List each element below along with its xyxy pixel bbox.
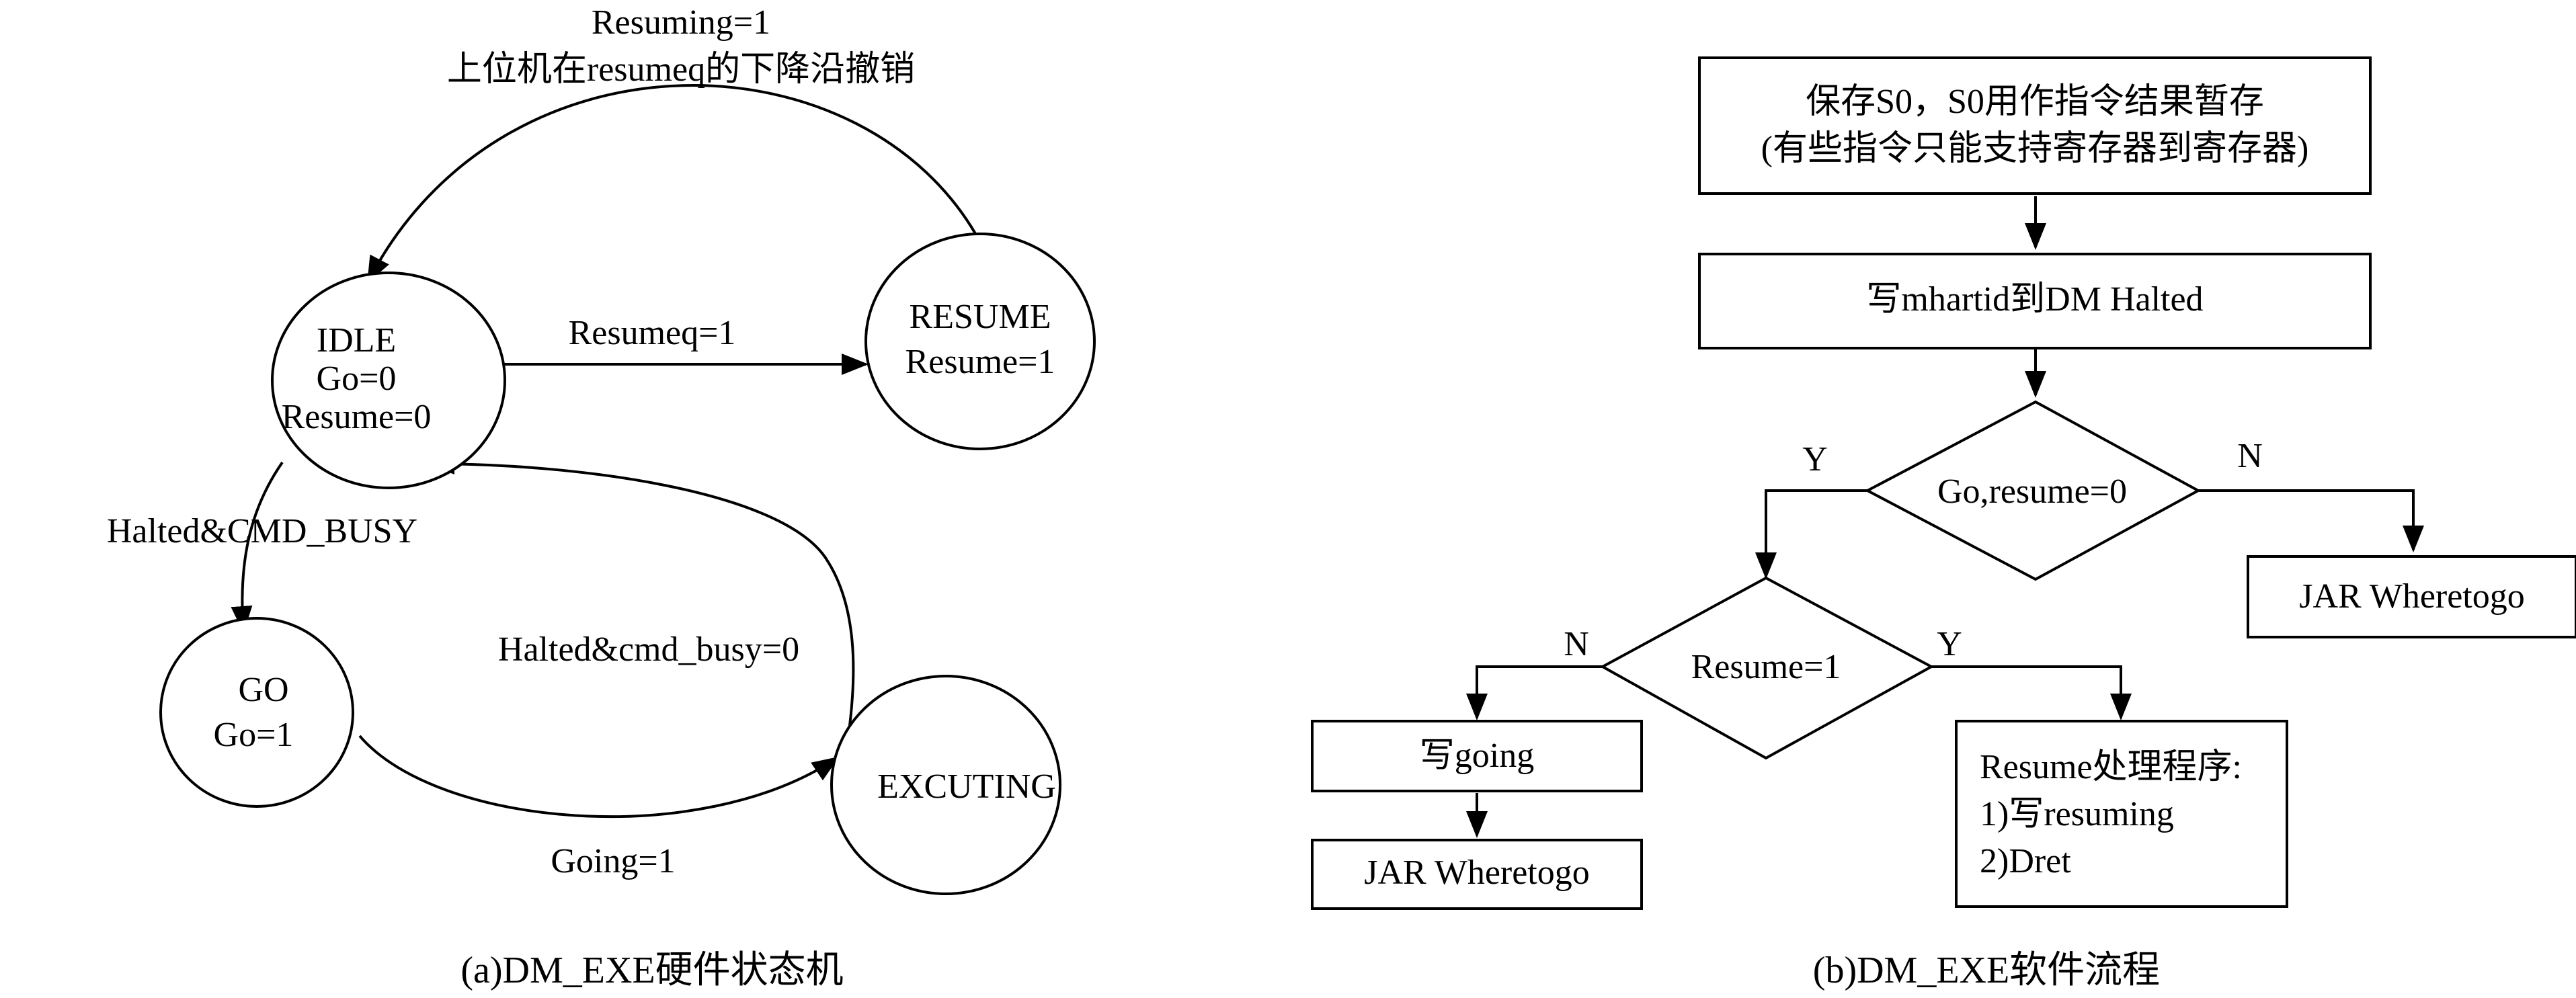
write-mhartid-text: 写mhartid到DM Halted <box>1866 280 2203 319</box>
edge-decision-go-no <box>2198 489 2424 552</box>
resume-handler-text-1: Resume处理程序: <box>1980 748 2242 786</box>
state-resume <box>864 233 1096 450</box>
edge-go-to-excuting-label: Going=1 <box>551 842 675 880</box>
edge-resume-to-idle <box>367 84 981 284</box>
state-idle-name: IDLE <box>317 321 396 360</box>
state-excuting <box>830 675 1061 895</box>
state-go-name: GO <box>238 671 288 709</box>
write-mhartid-box <box>1698 253 2372 349</box>
jar-wheretogo-bottom-box <box>1311 839 1643 910</box>
edge-resume-to-idle-label-2: 上位机在resumeq的下降沿撤销 <box>447 50 915 89</box>
state-go-value: Go=1 <box>214 716 294 754</box>
save-s0-text-1: 保存S0，S0用作指令结果暂存 <box>1806 83 2264 121</box>
decision-resume <box>1599 576 1935 760</box>
branch-label-n1: N <box>2237 437 2263 475</box>
edge-decision-resume-yes <box>1931 665 2132 720</box>
edge-go-to-excuting <box>358 735 840 819</box>
edge-idle-to-go-label: Halted&CMD_BUSY <box>107 512 417 550</box>
edge-excuting-to-idle <box>428 453 855 737</box>
flowchart-caption: (b)DM_EXE软件流程 <box>1813 950 2160 991</box>
edge-decision-resume-no <box>1466 665 1603 720</box>
jar-wheretogo-bottom-text: JAR Wheretogo <box>1364 854 1590 892</box>
decision-resume-text: Resume=1 <box>1691 648 1841 686</box>
state-resume-name: RESUME <box>910 298 1051 336</box>
flowchart: 保存S0，S0用作指令结果暂存 (有些指令只能支持寄存器到寄存器) 写mhart… <box>1311 56 2576 991</box>
state-machine: IDLE Go=0 Resume=0 RESUME Resume=1 GO Go… <box>107 3 1096 991</box>
jar-wheretogo-right-text: JAR Wheretogo <box>2299 577 2525 616</box>
resume-handler-text-2: 1)写resuming <box>1980 795 2174 833</box>
save-s0-text-2: (有些指令只能支持寄存器到寄存器) <box>1761 130 2309 168</box>
state-machine-caption: (a)DM_EXE硬件状态机 <box>460 950 843 991</box>
state-idle <box>271 272 506 489</box>
decision-go-resume <box>1864 400 2202 581</box>
save-s0-box <box>1698 56 2372 195</box>
edge-idle-to-go <box>231 461 284 633</box>
state-resume-value: Resume=1 <box>905 343 1055 381</box>
write-going-box <box>1311 720 1643 792</box>
state-go <box>159 617 354 808</box>
edge-decision-go-yes <box>1755 489 1867 579</box>
state-idle-resume: Resume=0 <box>282 398 432 436</box>
edge-resume-to-idle-label-1: Resuming=1 <box>592 3 770 42</box>
decision-go-resume-text: Go,resume=0 <box>1937 472 2127 511</box>
state-idle-go: Go=0 <box>317 360 397 398</box>
edge-excuting-to-idle-label: Halted&cmd_busy=0 <box>498 630 799 669</box>
branch-label-n2: N <box>1564 625 1589 663</box>
branch-label-y1: Y <box>1802 440 1828 479</box>
state-excuting-name: EXCUTING <box>877 767 1056 806</box>
resume-handler-box <box>1955 720 2288 908</box>
branch-label-y2: Y <box>1937 625 1962 663</box>
resume-handler-text-3: 2)Dret <box>1980 842 2071 880</box>
jar-wheretogo-right-box <box>2247 555 2576 638</box>
write-going-text: 写going <box>1420 737 1534 775</box>
edge-idle-to-resume-label: Resumeq=1 <box>569 314 736 352</box>
